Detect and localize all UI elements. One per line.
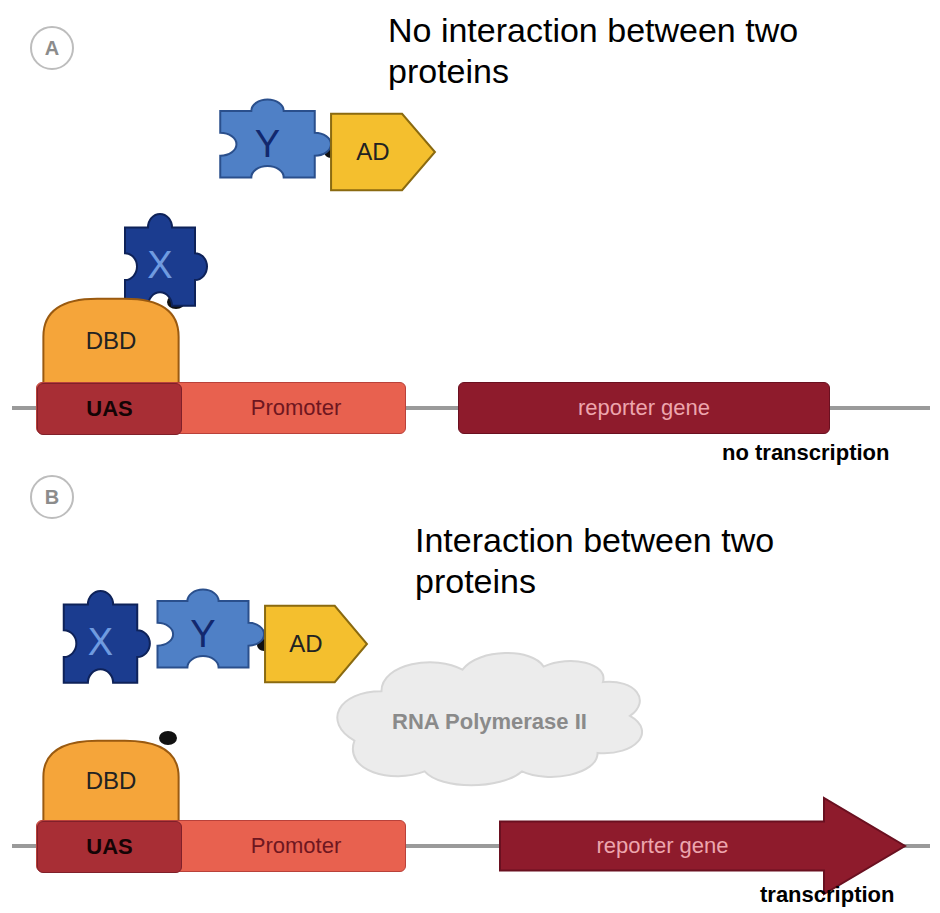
node-text: AD: [289, 630, 322, 658]
status-label: no transcription: [722, 440, 922, 466]
node-text: X: [88, 621, 113, 665]
protein-y-puzzle: Y: [200, 92, 335, 187]
panel-title: No interaction between two proteins: [388, 10, 818, 92]
protein-x-puzzle: X: [48, 582, 153, 694]
node-text: Y: [255, 123, 280, 167]
panel-letter: A: [30, 26, 74, 70]
node-text: B: [45, 486, 59, 509]
activation-domain: AD: [264, 605, 368, 683]
node-text: Promoter: [251, 833, 341, 858]
node-text: A: [45, 37, 59, 60]
node-text: reporter gene: [578, 395, 710, 420]
node-text: RNA Polymerase II: [392, 709, 587, 734]
promoter-region: Promoter UAS: [36, 820, 406, 872]
node-text: UAS: [86, 396, 132, 421]
dna-binding-domain: DBD: [42, 740, 180, 822]
node-text: Promoter: [251, 395, 341, 420]
node-text: reporter gene: [596, 833, 728, 858]
node-text: AD: [356, 138, 389, 166]
activation-domain: AD: [330, 113, 436, 191]
reporter-gene: reporter gene: [458, 382, 830, 434]
node-text: X: [147, 244, 172, 288]
node-text: Y: [190, 613, 215, 657]
node-text: DBD: [86, 327, 137, 355]
uas-element: UAS: [37, 383, 182, 435]
status-label: transcription: [760, 882, 930, 908]
panel-title: Interaction between two proteins: [415, 520, 880, 602]
reporter-gene-arrow: reporter gene: [500, 797, 905, 895]
protein-y-puzzle: Y: [138, 582, 268, 677]
panel-letter: B: [30, 475, 74, 519]
node-text: UAS: [86, 834, 132, 859]
node-text: DBD: [86, 767, 137, 795]
linker: [159, 731, 177, 745]
uas-element: UAS: [37, 821, 182, 873]
promoter-region: Promoter UAS: [36, 382, 406, 434]
rna-polymerase-cloud: RNA Polymerase II: [322, 645, 657, 793]
dna-binding-domain: DBD: [42, 298, 180, 384]
